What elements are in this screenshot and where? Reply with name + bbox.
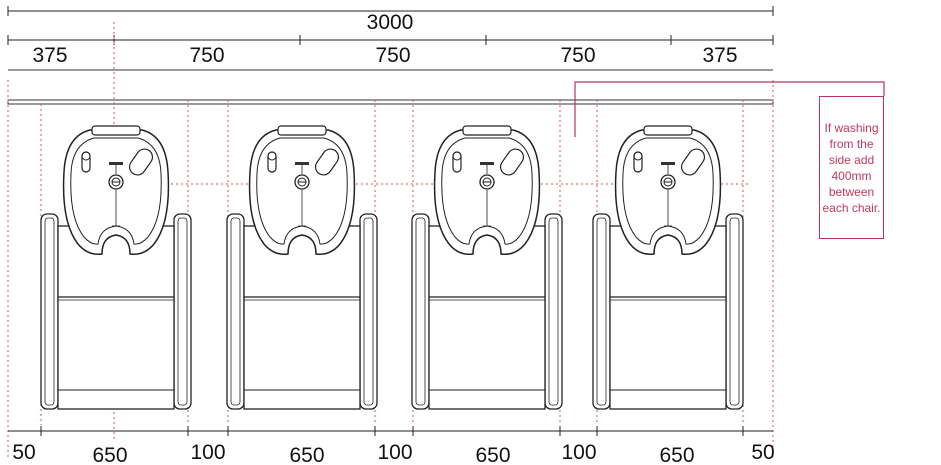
wall-line	[7, 69, 774, 105]
backwash-chair	[226, 125, 378, 410]
bottom-dimension-label: 650	[92, 444, 127, 465]
bottom-dimension-label: 100	[190, 441, 225, 464]
top-dimension-label: 750	[375, 44, 410, 67]
bottom-dimension-label: 650	[475, 444, 510, 465]
overall-dimension-label: 3000	[367, 11, 414, 34]
side-washing-note: If washing from the side add 400mm betwe…	[819, 96, 884, 239]
bottom-dimension-label: 650	[659, 444, 694, 465]
bottom-dimension-label: 100	[377, 441, 412, 464]
bottom-dimension-label: 50	[751, 441, 774, 464]
top-dimension-label: 375	[702, 44, 737, 67]
overall-dimension	[7, 6, 774, 16]
bottom-dimension-label: 50	[12, 441, 35, 464]
note-leader-line	[574, 81, 885, 137]
backwash-chair	[411, 125, 563, 410]
top-dimension-label: 375	[32, 44, 67, 67]
bottom-dimension-line	[8, 426, 773, 436]
backwash-chair	[592, 125, 744, 410]
top-dimension-label: 750	[189, 44, 224, 67]
bottom-dimension-label: 650	[289, 444, 324, 465]
top-dimension-label: 750	[560, 44, 595, 67]
side-washing-note-text: If washing from the side add 400mm betwe…	[822, 120, 881, 215]
chairs	[40, 125, 744, 410]
bottom-dimension-labels: 50 650 100 650 100 650 100 650 50	[12, 441, 774, 465]
backwash-chair	[40, 125, 192, 410]
bottom-dimension-label: 100	[561, 441, 596, 464]
segment-dimension-line	[7, 35, 774, 45]
top-dimension-labels: 375 750 750 750 375	[32, 44, 737, 67]
